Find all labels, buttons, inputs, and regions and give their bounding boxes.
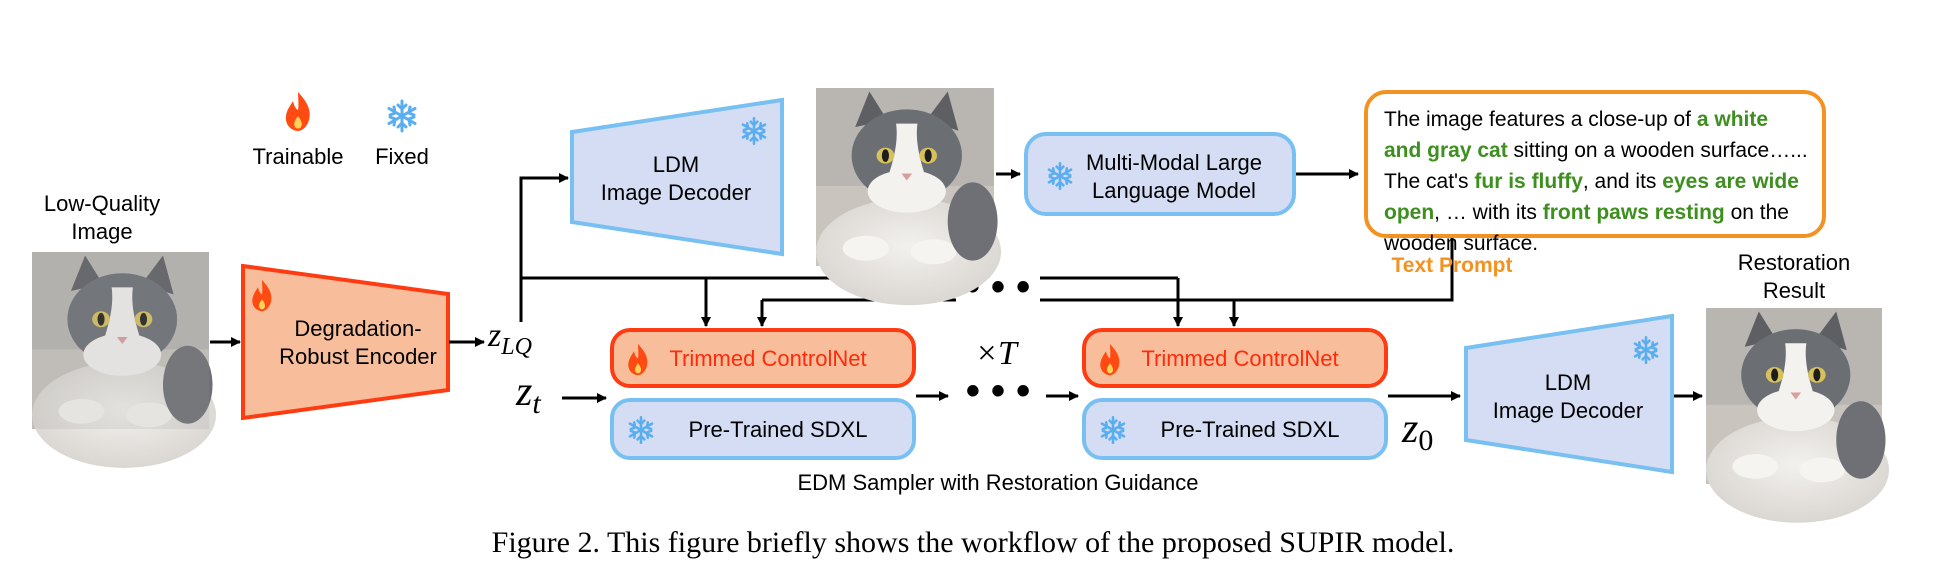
multi-modal-large-language-model: [1024, 132, 1296, 216]
degradation-robust-encoder: [241, 263, 450, 421]
mllm-label-line2: Language Model: [1092, 178, 1256, 203]
legend-snowflake-icon: [387, 99, 417, 133]
prompt-text-segment: sitting on a wooden surface…... The cat'…: [1384, 139, 1808, 193]
trimmed-controlnet-1: [610, 328, 916, 388]
prompt-text-segment: on the wooden surface.: [1384, 201, 1789, 255]
result-label-line2: Result: [1763, 278, 1825, 303]
z-t-symbol: zt: [515, 369, 541, 420]
controlnet-2-label: Trimmed ControlNet: [1141, 346, 1338, 371]
bottom-ldm-image-decoder: [1464, 313, 1674, 475]
z-lq-symbol: zLQ: [487, 317, 532, 360]
legend-flame-icon: [285, 92, 310, 131]
mllm-label-line1: Multi-Modal Large: [1086, 150, 1262, 175]
low-quality-label-line2: Image: [71, 219, 132, 244]
decoded-cat-image: [816, 88, 1002, 306]
text-prompt-label: Text Prompt: [1392, 254, 1513, 277]
legend-trainable-label: Trainable: [253, 144, 344, 169]
sdxl-1-label: Pre-Trained SDXL: [689, 417, 868, 442]
figure-caption: Figure 2. This figure briefly shows the …: [491, 526, 1455, 559]
result-label-line1: Restoration: [1738, 250, 1851, 275]
prompt-text-segment: , … with its: [1434, 201, 1543, 224]
top-ldm-image-decoder: [570, 97, 784, 257]
encoder-label-line2: Robust Encoder: [279, 344, 437, 369]
legend-fixed-label: Fixed: [375, 144, 429, 169]
prompt-highlight-segment: front paws resting: [1542, 201, 1725, 224]
top-decoder-label-line2: Image Decoder: [601, 180, 751, 205]
pretrained-sdxl-1: [610, 398, 916, 460]
sdxl-2-label: Pre-Trained SDXL: [1161, 417, 1340, 442]
bottom-decoder-label-line2: Image Decoder: [1493, 398, 1643, 423]
text-prompt-bus-line: [1040, 236, 1454, 302]
controlnet-1-label: Trimmed ControlNet: [669, 346, 866, 371]
low-quality-label-line1: Low-Quality: [44, 191, 160, 216]
edm-sampler-label: EDM Sampler with Restoration Guidance: [797, 470, 1198, 495]
prompt-highlight-segment: eyes are wide open: [1384, 170, 1799, 224]
legend: Trainable Fixed: [253, 92, 429, 169]
prompt-text-segment: The image features a close-up of: [1384, 108, 1697, 131]
text-prompt-box: The image features a close-up of a white…: [1364, 90, 1826, 255]
times-t-symbol: ×T: [975, 335, 1019, 372]
prompt-highlight-segment: a white and gray cat: [1384, 108, 1769, 162]
z-0-symbol: z0: [1401, 406, 1433, 457]
pretrained-sdxl-2: [1082, 398, 1388, 460]
top-decoder-label-line1: LDM: [653, 152, 699, 177]
prompt-text-segment: , and its: [1582, 170, 1663, 193]
arrow-zlq-to-top-decoder: [519, 173, 569, 322]
encoder-label-line1: Degradation-: [294, 316, 421, 341]
chain-ellipsis: • • •: [966, 369, 1030, 413]
prompt-highlight-segment: fur is fluffy: [1474, 170, 1583, 193]
trimmed-controlnet-2: [1082, 328, 1388, 388]
restoration-result-image: [1706, 308, 1890, 523]
low-quality-cat-image: [32, 252, 217, 468]
bottom-decoder-label-line1: LDM: [1545, 370, 1591, 395]
